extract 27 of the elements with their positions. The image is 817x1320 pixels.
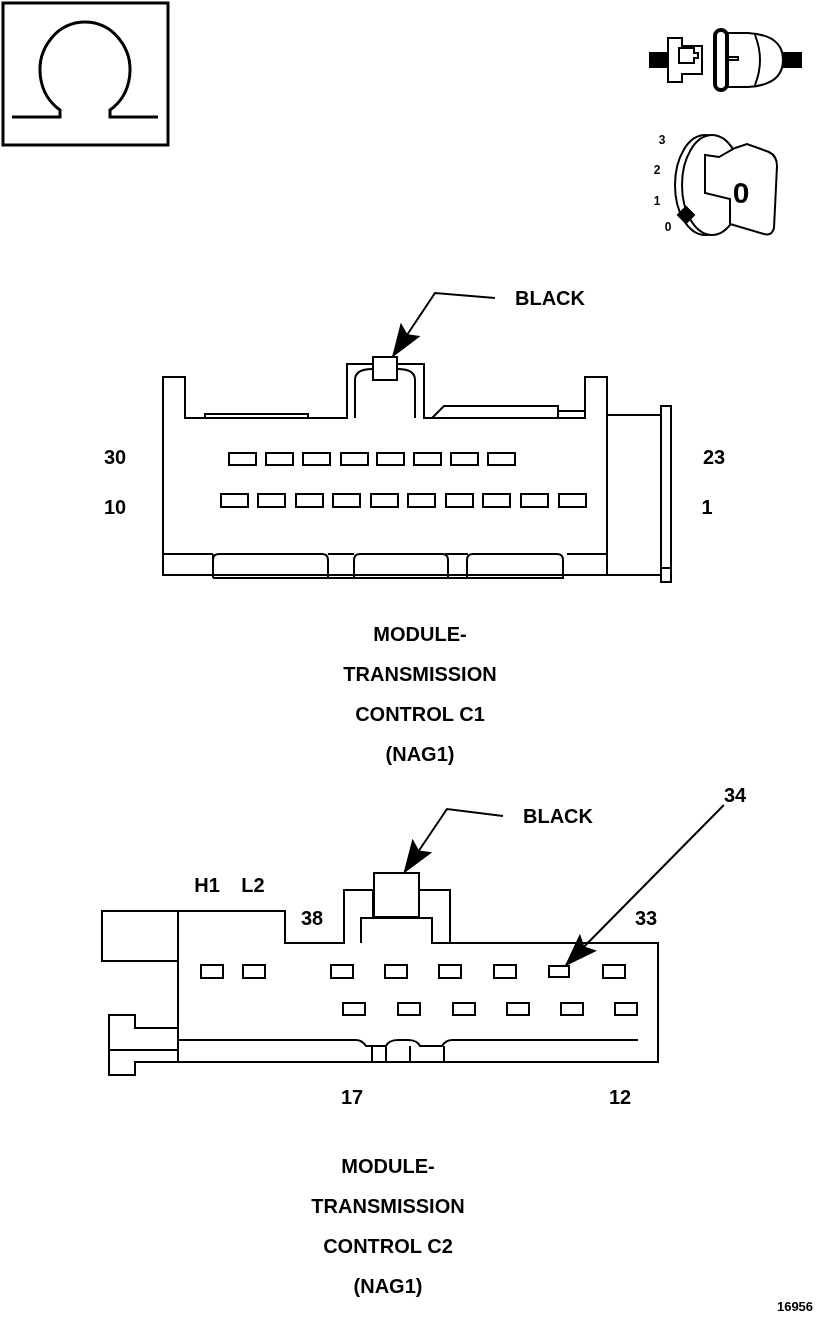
pin-number: 23 [702,447,726,467]
leader-arrow [391,291,496,358]
pin-number: H1 [194,875,220,895]
dial-position-number: 2 [653,164,661,176]
callout-label: BLACK [523,806,593,826]
leader-arrow [564,804,725,967]
pin-number: 33 [634,908,658,928]
dial-position-number: 1 [653,195,661,207]
callout-label: BLACK [515,288,585,308]
pin-number: 12 [608,1087,632,1107]
pin-number: 38 [300,908,324,928]
latch-tab [372,356,398,381]
connector-caption: MODULE- TRANSMISSION CONTROL C1 (NAG1) [342,622,498,767]
pin-number: 17 [340,1087,364,1107]
dial-position-number: 3 [658,134,666,146]
pin-number: 30 [103,447,127,467]
figure-number: 16956 [776,1299,814,1313]
latch-tab [373,872,420,918]
key-label: 0 [732,178,750,208]
connector-caption: MODULE- TRANSMISSION CONTROL C2 (NAG1) [310,1154,466,1299]
pin-number: 10 [103,497,127,517]
dial-position-number: 0 [664,221,672,233]
pin-number: L2 [241,875,265,895]
callout-number: 34 [723,785,747,805]
leader-arrow [403,807,504,874]
pin-cavity [548,965,570,978]
pin-number: 1 [701,497,713,517]
